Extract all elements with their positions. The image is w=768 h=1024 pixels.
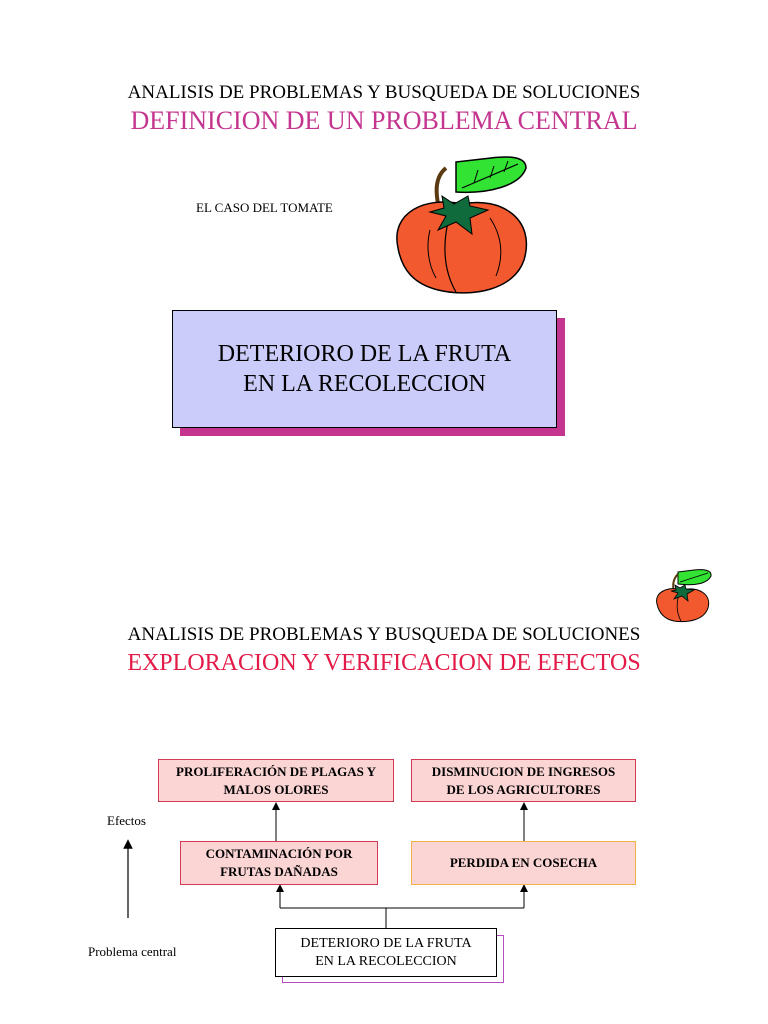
tomato-illustration (396, 156, 528, 294)
effects-axis-label: Efectos (107, 813, 146, 828)
problem-line-2: EN LA RECOLECCION (243, 371, 486, 397)
central-problem-box: DETERIORO DE LA FRUTA EN LA RECOLECCION (172, 310, 557, 428)
central-line-1: DETERIORO DE LA FRUTA (300, 935, 472, 951)
case-label: EL CASO DEL TOMATE (196, 200, 333, 215)
effect-box-contaminacion: CONTAMINACIÓN POR FRUTAS DAÑADAS (180, 841, 378, 885)
central-problem-small-box: DETERIORO DE LA FRUTA EN LA RECOLECCION (275, 928, 497, 977)
effect-box-plagas: PROLIFERACIÓN DE PLAGAS Y MALOS OLORES (158, 759, 394, 802)
effect-ingresos-line-1: DISMINUCION DE INGRESOS (431, 763, 616, 779)
slide1-title: DEFINICION DE UN PROBLEMA CENTRAL (130, 106, 638, 135)
problem-line-1: DETERIORO DE LA FRUTA (217, 341, 512, 367)
effect-ingresos-line-2: DE LOS AGRICULTORES (446, 781, 601, 797)
effect-box-perdida: PERDIDA EN COSECHA (411, 841, 636, 885)
effect-contaminacion-line-1: CONTAMINACIÓN POR (205, 846, 353, 861)
effect-plagas-line-1: PROLIFERACIÓN DE PLAGAS Y (176, 763, 376, 779)
effect-contaminacion-line-2: FRUTAS DAÑADAS (220, 864, 338, 879)
effect-perdida-line-1: PERDIDA EN COSECHA (449, 855, 598, 870)
effect-plagas-line-2: MALOS OLORES (223, 781, 329, 797)
central-axis-label: Problema central (88, 944, 177, 959)
tomato-small-icon (656, 569, 712, 623)
slide1-subtitle: ANALISIS DE PROBLEMAS Y BUSQUEDA DE SOLU… (127, 82, 641, 103)
central-line-2: EN LA RECOLECCION (315, 953, 457, 969)
slide2-title: EXPLORACION Y VERIFICACION DE EFECTOS (127, 650, 641, 676)
slide2-subtitle: ANALISIS DE PROBLEMAS Y BUSQUEDA DE SOLU… (127, 624, 641, 645)
effect-box-ingresos: DISMINUCION DE INGRESOS DE LOS AGRICULTO… (411, 759, 636, 802)
